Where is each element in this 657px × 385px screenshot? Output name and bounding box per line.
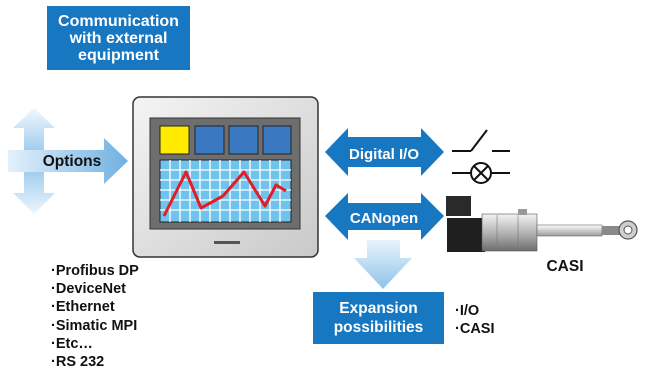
switch-icon <box>452 129 510 152</box>
linear-actuator-image <box>446 196 638 252</box>
expansion-line-1: Expansion <box>339 300 418 317</box>
screen-buttons <box>159 125 292 155</box>
communication-line-3: equipment <box>78 46 159 64</box>
canopen-label: CANopen <box>350 210 418 227</box>
casi-label: CASI <box>546 258 583 275</box>
blue-screen-button-1 <box>194 125 225 155</box>
expansion-line-2: possibilities <box>333 319 424 336</box>
communication-line-2: with external <box>69 29 168 47</box>
canopen-arrow <box>325 193 444 240</box>
options-label: Options <box>43 153 102 170</box>
communication-line-1: Communication <box>58 12 179 30</box>
blue-screen-button-3 <box>262 125 292 155</box>
communication-box: Communication with external equipment <box>47 6 190 70</box>
blue-screen-button-2 <box>228 125 259 155</box>
expansion-box: Expansion possibilities <box>313 292 444 344</box>
options-list-item: RS 232 <box>51 353 139 371</box>
expansion-list: I/O CASI <box>455 302 495 338</box>
expansion-arrow <box>354 240 412 289</box>
options-list-item: Simatic MPI <box>51 317 139 335</box>
options-list-item: DeviceNet <box>51 280 139 298</box>
yellow-screen-button <box>159 125 190 155</box>
expansion-list-item: CASI <box>455 320 495 338</box>
options-list-item: Etc… <box>51 335 139 353</box>
options-list: Profibus DP DeviceNet Ethernet Simatic M… <box>51 262 139 371</box>
options-list-item: Ethernet <box>51 298 139 316</box>
hmi-terminal <box>132 96 319 258</box>
options-list-item: Profibus DP <box>51 262 139 280</box>
terminal-slot <box>214 241 240 244</box>
options-arrow <box>8 108 128 214</box>
trend-line <box>162 170 287 217</box>
digital-io-arrow <box>325 128 444 176</box>
expansion-list-item: I/O <box>455 302 495 320</box>
lamp-icon <box>452 162 510 184</box>
digital-io-label: Digital I/O <box>349 146 419 163</box>
trend-graph <box>159 159 292 223</box>
